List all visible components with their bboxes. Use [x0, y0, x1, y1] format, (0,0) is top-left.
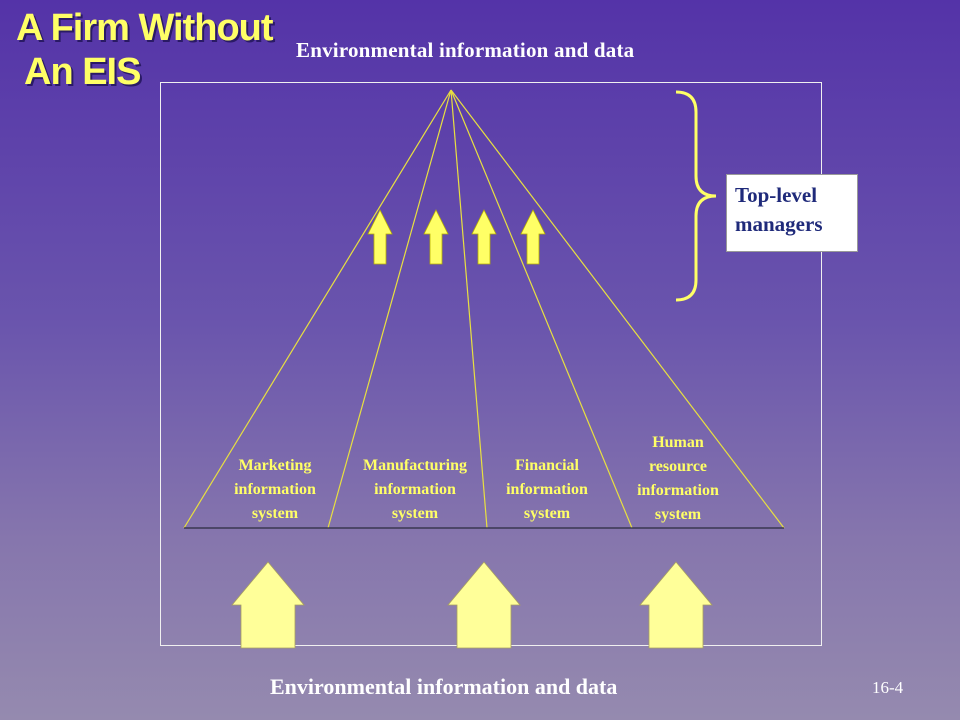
label-line: system: [654, 506, 702, 523]
title-line-1: A Firm Without: [16, 7, 274, 49]
managers-line-1: Top-level: [735, 183, 818, 207]
label-line: Human: [652, 434, 704, 451]
label-line: information: [637, 482, 719, 499]
top-environment-label: Environmental information and data: [296, 38, 635, 62]
label-line: information: [234, 481, 316, 498]
financial-system-label: Financial information system: [472, 454, 622, 526]
label-line: resource: [648, 458, 708, 475]
large-arrows: [231, 561, 713, 649]
label-line: information: [506, 481, 588, 498]
curly-brace-icon: [675, 90, 717, 302]
label-line: Manufacturing: [363, 457, 467, 474]
small-arrow-up-icon: [520, 209, 546, 265]
label-line: Marketing: [238, 457, 312, 474]
label-line: system: [523, 505, 571, 522]
marketing-system-label: Marketing information system: [200, 454, 350, 526]
label-line: Financial: [514, 457, 579, 474]
large-arrow-up-icon: [231, 561, 305, 649]
human-resource-system-label: Human resource information system: [603, 431, 753, 527]
manufacturing-system-label: Manufacturing information system: [340, 454, 490, 526]
slide-title: A Firm Without An EIS: [16, 6, 274, 94]
small-arrow-up-icon: [423, 209, 449, 265]
fan-line-3: [450, 89, 488, 529]
fan-lines: [183, 89, 785, 529]
small-arrows: [367, 209, 546, 265]
small-arrow-up-icon: [471, 209, 497, 265]
managers-line-2: managers: [735, 212, 823, 236]
top-level-managers-box: Top-level managers: [726, 174, 858, 252]
fan-line-5: [450, 89, 785, 529]
fan-line-2: [327, 89, 452, 529]
fan-line-4: [450, 89, 633, 529]
bottom-environment-label: Environmental information and data: [270, 674, 618, 699]
slide-number: 16-4: [872, 678, 904, 697]
title-line-2: An EIS: [24, 51, 141, 93]
label-line: information: [374, 481, 456, 498]
large-arrow-up-icon: [639, 561, 713, 649]
large-arrow-up-icon: [447, 561, 521, 649]
fan-line-1: [183, 89, 452, 529]
label-line: system: [251, 505, 299, 522]
small-arrow-up-icon: [367, 209, 393, 265]
label-line: system: [391, 505, 439, 522]
